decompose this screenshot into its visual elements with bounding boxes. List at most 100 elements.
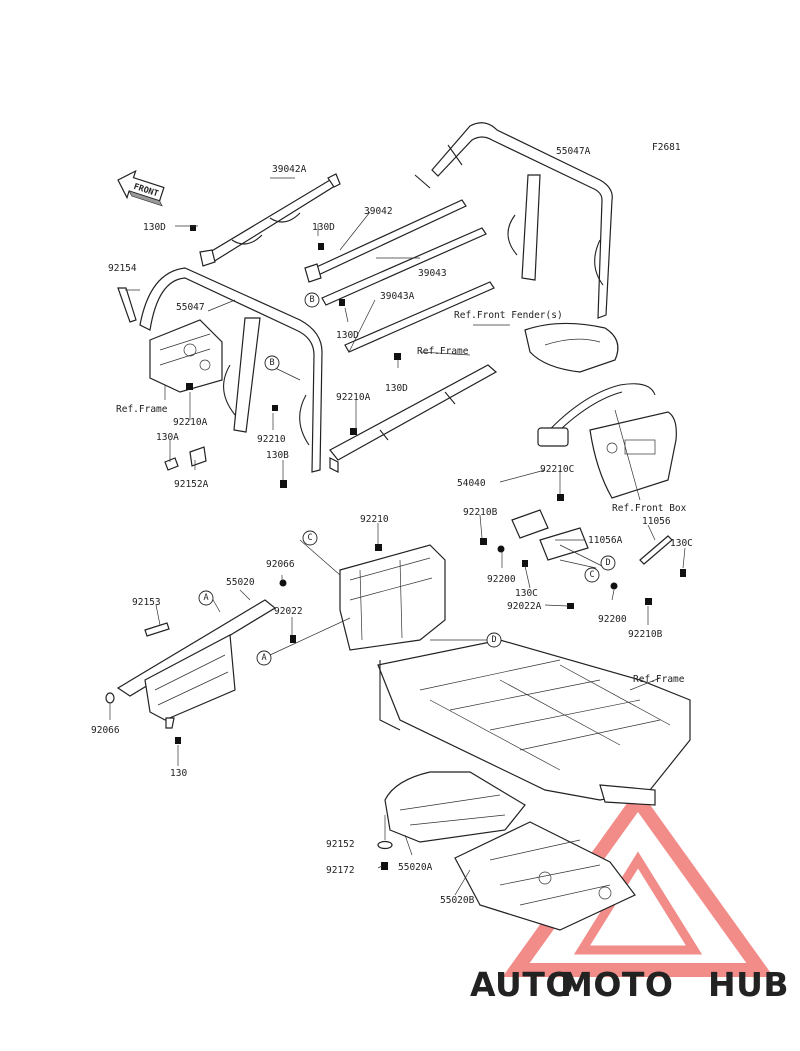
label-92154: 92154 bbox=[108, 263, 137, 274]
label-92210C: 92210C bbox=[540, 464, 574, 475]
label-ref-front-box: Ref.Front Box bbox=[612, 503, 687, 514]
label-ref-frame-a: Ref.Frame bbox=[417, 346, 469, 357]
bolt-130 bbox=[175, 737, 181, 744]
nut-92022A bbox=[567, 603, 574, 609]
part-54040-harness bbox=[511, 383, 656, 561]
bolt-92154 bbox=[117, 287, 137, 323]
label-92152A: 92152A bbox=[174, 479, 209, 490]
nut-92210C bbox=[557, 494, 564, 501]
figure-code: F2681 bbox=[652, 142, 681, 153]
callout-B-1: B bbox=[304, 292, 320, 308]
part-11056-strap bbox=[639, 535, 673, 565]
label-92172: 92172 bbox=[326, 865, 355, 876]
svg-text:C: C bbox=[589, 570, 594, 580]
label-11056A: 11056A bbox=[588, 535, 623, 546]
callout-A-2: A bbox=[256, 650, 272, 666]
cap-92066-b bbox=[105, 692, 115, 704]
label-92022A: 92022A bbox=[507, 601, 542, 612]
label-ref-frame-c: Ref.Frame bbox=[633, 674, 685, 685]
bolt-130C-a bbox=[522, 560, 528, 567]
nut-92210B-b bbox=[645, 598, 652, 605]
label-92210B-a: 92210B bbox=[463, 507, 498, 518]
label-92210B-b: 92210B bbox=[628, 629, 663, 640]
label-92022: 92022 bbox=[274, 606, 303, 617]
svg-text:A: A bbox=[261, 653, 266, 663]
part-front-fender bbox=[524, 322, 619, 373]
label-ref-front-fender: Ref.Front Fender(s) bbox=[454, 310, 563, 321]
washer-92200-b bbox=[610, 582, 618, 590]
nut-92022 bbox=[290, 635, 296, 643]
svg-text:D: D bbox=[605, 558, 610, 568]
label-11056: 11056 bbox=[642, 516, 671, 527]
nut-92210-b bbox=[375, 544, 382, 551]
label-92210-a: 92210 bbox=[257, 434, 286, 445]
part-39042-bar bbox=[304, 199, 467, 283]
label-55020: 55020 bbox=[226, 577, 255, 588]
label-130: 130 bbox=[170, 768, 187, 779]
watermark-part1: AUTO bbox=[470, 965, 574, 1004]
part-55020B-skidplate bbox=[454, 821, 636, 931]
label-130C-b: 130C bbox=[515, 588, 538, 599]
label-39042A: 39042A bbox=[272, 164, 307, 175]
washer-92066-a bbox=[279, 579, 287, 587]
label-130D-b: 130D bbox=[312, 222, 335, 233]
bolt-130D-c bbox=[339, 299, 345, 306]
part-main-chassis bbox=[339, 544, 691, 806]
svg-text:C: C bbox=[307, 533, 312, 543]
svg-text:B: B bbox=[269, 358, 274, 368]
nut-92210A-a bbox=[186, 383, 193, 390]
label-130D-d: 130D bbox=[385, 383, 408, 394]
label-39042: 39042 bbox=[364, 206, 393, 217]
bolt-130D-b bbox=[318, 243, 324, 250]
part-55020-bumper bbox=[116, 599, 277, 729]
label-130A: 130A bbox=[156, 432, 179, 443]
part-39042A-bar bbox=[199, 173, 341, 267]
bolt-130C-b bbox=[680, 569, 686, 577]
part-left-bracket bbox=[149, 319, 223, 393]
callout-A-1: A bbox=[198, 590, 214, 606]
svg-text:B: B bbox=[309, 295, 314, 305]
label-130D-a: 130D bbox=[143, 222, 166, 233]
label-92153: 92153 bbox=[132, 597, 161, 608]
label-ref-frame-b: Ref.Frame bbox=[116, 404, 168, 415]
label-92200-b: 92200 bbox=[598, 614, 627, 625]
label-55047A: 55047A bbox=[556, 146, 591, 157]
part-front-box bbox=[589, 411, 677, 499]
label-54040: 54040 bbox=[457, 478, 486, 489]
part-39043A-bar bbox=[344, 281, 495, 353]
label-39043: 39043 bbox=[418, 268, 447, 279]
bolt-130B bbox=[280, 480, 287, 488]
watermark-text: AUTO MOTO HUB bbox=[470, 965, 789, 1004]
part-39043-bar bbox=[321, 227, 487, 306]
label-39043A: 39043A bbox=[380, 291, 415, 302]
label-92152: 92152 bbox=[326, 839, 355, 850]
fasteners bbox=[105, 225, 686, 870]
watermark-part3: HUB bbox=[708, 965, 789, 1004]
nut-92210A-b bbox=[350, 428, 357, 435]
washer-92200-a bbox=[497, 545, 505, 553]
label-92200-a: 92200 bbox=[487, 574, 516, 585]
label-55020B: 55020B bbox=[440, 895, 475, 906]
part-frame-rail bbox=[329, 364, 498, 473]
callout-B-2: B bbox=[264, 355, 280, 371]
callout-D-1: D bbox=[486, 632, 502, 648]
nut-92172 bbox=[381, 862, 388, 870]
callout-C-1: C bbox=[302, 530, 318, 546]
label-92210-b: 92210 bbox=[360, 514, 389, 525]
nut-92210-a bbox=[272, 405, 278, 411]
part-labels: F2681 39042A 55047A 130D 39042 130D 9215… bbox=[91, 142, 693, 906]
part-55047-rollbar bbox=[139, 267, 323, 473]
bolt-130A bbox=[164, 457, 179, 471]
bolt-92153 bbox=[144, 622, 170, 637]
label-92210A-b: 92210A bbox=[336, 392, 371, 403]
label-130C-a: 130C bbox=[670, 538, 693, 549]
label-92066-a: 92066 bbox=[266, 559, 295, 570]
label-130D-c: 130D bbox=[336, 330, 359, 341]
label-130B: 130B bbox=[266, 450, 289, 461]
label-92066-b: 92066 bbox=[91, 725, 120, 736]
bolt-130D-a bbox=[190, 225, 196, 231]
label-55047: 55047 bbox=[176, 302, 205, 313]
label-55020A: 55020A bbox=[398, 862, 433, 873]
svg-text:A: A bbox=[203, 593, 208, 603]
